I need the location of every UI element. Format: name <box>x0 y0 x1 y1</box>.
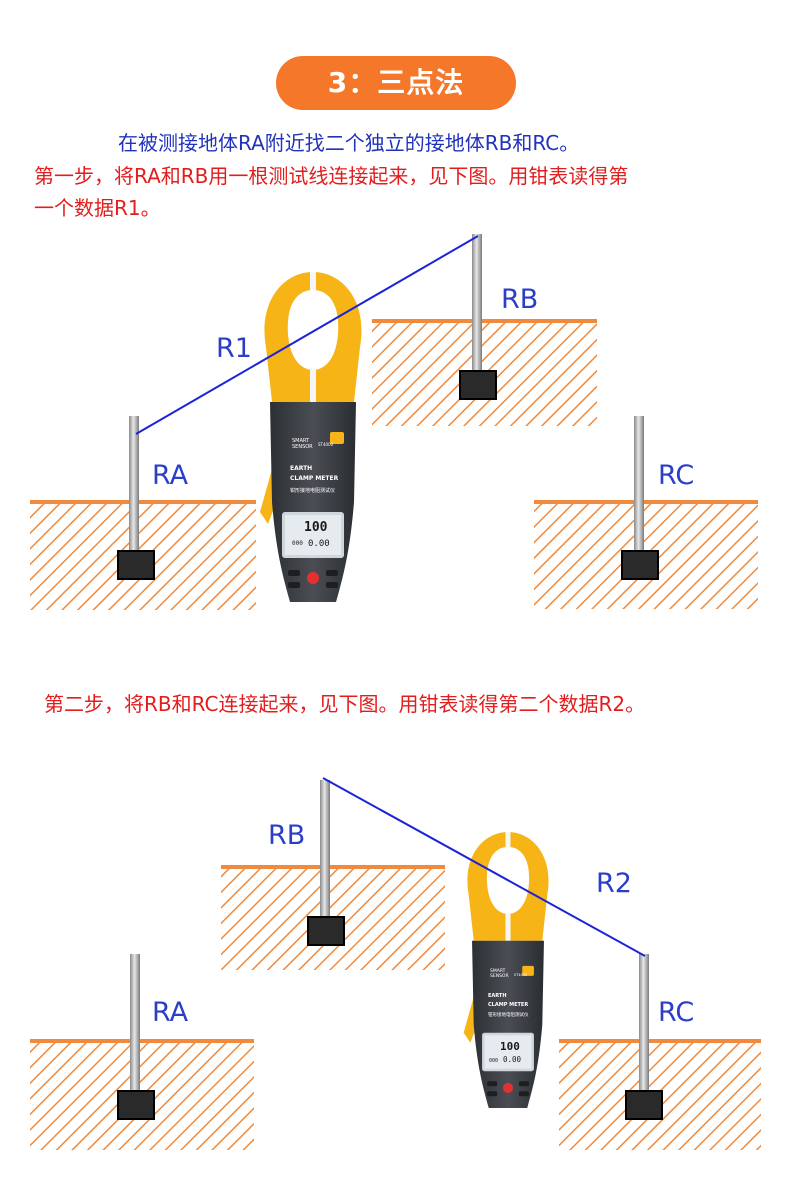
step1-text-line1: 第一步，将RA和RB用一根测试线连接起来，见下图。用钳表读得第 <box>34 164 629 188</box>
test-wire <box>322 777 646 957</box>
meter-brand: SMART <box>490 968 506 974</box>
label-rc: RC <box>658 997 694 1028</box>
meter-display-small: 000 <box>292 540 303 547</box>
ground-rb <box>372 234 597 426</box>
label-reading: R2 <box>596 868 632 899</box>
label-rb: RB <box>501 284 538 315</box>
section-title: 3：三点法 <box>276 56 516 110</box>
meter-subtitle: 钳形接地电阻测试仪 <box>488 1011 529 1018</box>
ground-rc <box>534 416 758 609</box>
label-reading: R1 <box>216 333 252 364</box>
diagram-step1: SMART SENSOR ST4000 EARTH CLAMP METER 钳形… <box>30 234 758 610</box>
ground-ra <box>30 954 254 1150</box>
meter-brand: SMART <box>292 438 310 444</box>
meter-model: ST4000 <box>318 442 334 447</box>
test-wire <box>135 235 479 435</box>
intro-text: 在被测接地体RA附近找二个独立的接地体RB和RC。 <box>118 131 580 155</box>
meter-name-line2: CLAMP METER <box>290 475 339 482</box>
meter-display-sub: 0.00 <box>503 1055 522 1064</box>
diagram-step2: SMART SENSOR ST4000 EARTH CLAMP METER 钳形… <box>30 777 761 1150</box>
clamp-meter: SMART SENSOR ST4000 EARTH CLAMP METER 钳形… <box>260 272 362 602</box>
label-ra: RA <box>152 460 189 491</box>
clamp-meter: SMART SENSOR ST4000 EARTH CLAMP METER 钳形… <box>463 832 549 1108</box>
meter-display-small: 000 <box>489 1058 498 1064</box>
meter-name-line1: EARTH <box>290 465 312 472</box>
meter-display-main: 100 <box>500 1040 520 1053</box>
meter-name-line2: CLAMP METER <box>488 1002 528 1008</box>
meter-display-main: 100 <box>304 520 328 535</box>
meter-brand-bottom: SENSOR <box>490 973 509 979</box>
label-rb: RB <box>268 820 305 851</box>
label-rc: RC <box>658 460 694 491</box>
meter-name-line1: EARTH <box>488 993 507 999</box>
ground-rc <box>559 954 761 1150</box>
meter-model: ST4000 <box>514 973 527 977</box>
meter-display-sub: 0.00 <box>308 539 330 549</box>
ground-ra <box>30 416 256 610</box>
meter-brand-bottom: SENSOR <box>292 444 313 450</box>
label-ra: RA <box>152 997 189 1028</box>
ground-rb <box>221 780 445 970</box>
step1-text-line2: 一个数据R1。 <box>34 196 161 220</box>
step2-text: 第二步，将RB和RC连接起来，见下图。用钳表读得第二个数据R2。 <box>44 692 646 716</box>
meter-subtitle: 钳形接地电阻测试仪 <box>290 487 335 494</box>
